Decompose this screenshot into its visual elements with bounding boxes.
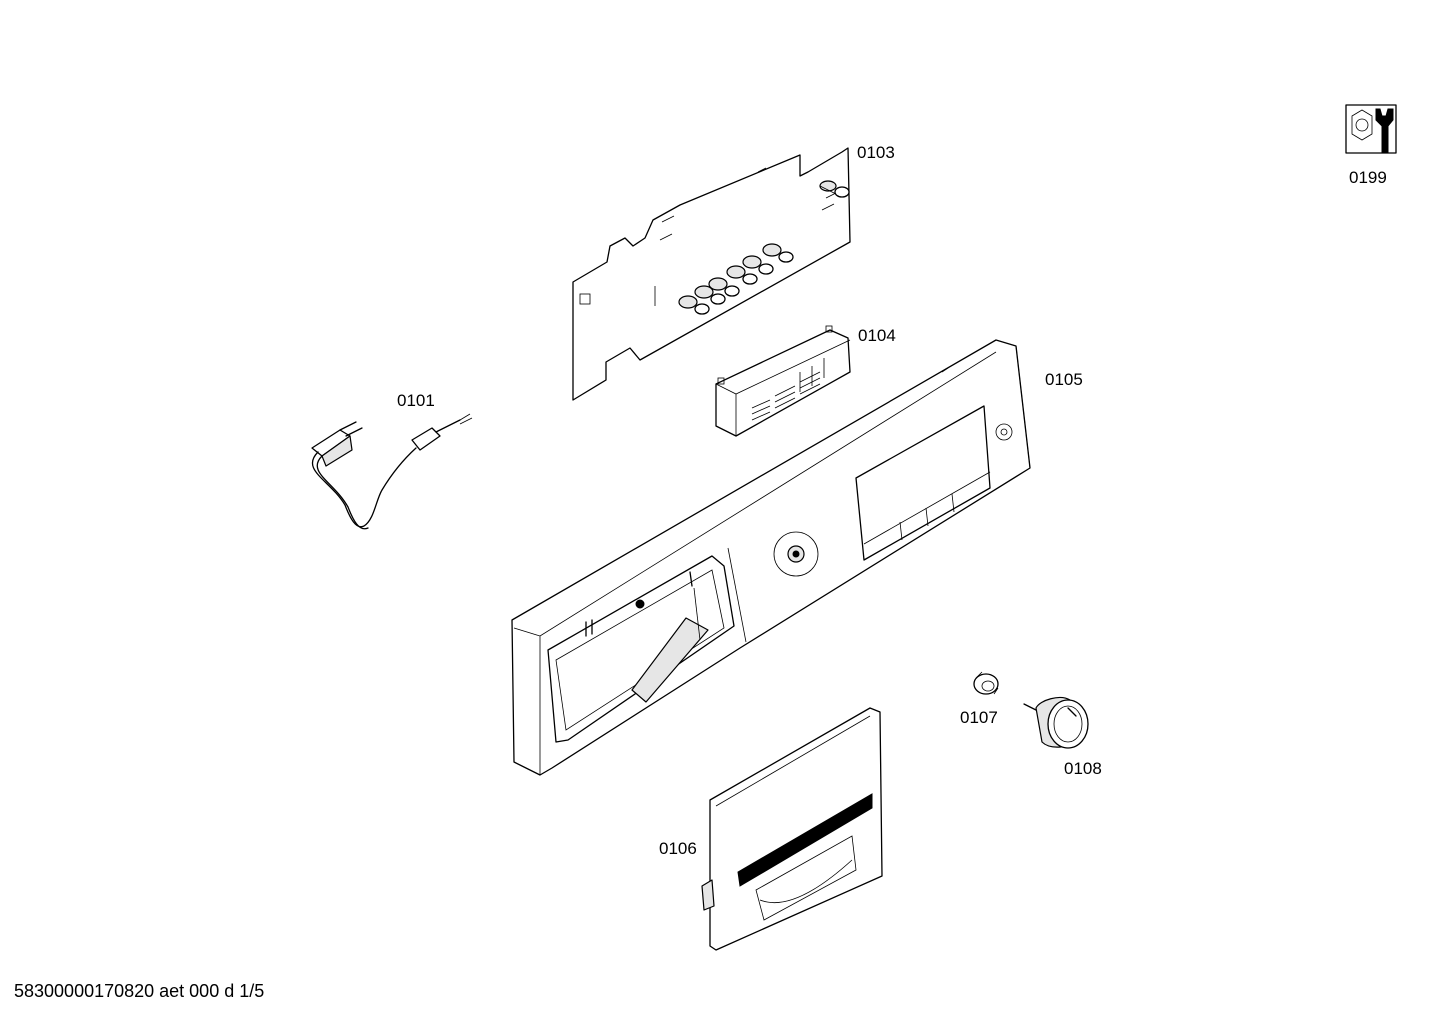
label-0108: 0108	[1064, 759, 1102, 778]
part-0105-control-panel-fascia[interactable]	[511, 339, 1031, 776]
part-0103-circuit-board[interactable]	[572, 147, 851, 401]
part-0199-tool-icon[interactable]	[1345, 104, 1397, 154]
label-0199: 0199	[1349, 168, 1387, 187]
label-0105: 0105	[1045, 370, 1083, 389]
label-0103: 0103	[857, 143, 895, 162]
part-0101-mains-cable[interactable]	[311, 413, 473, 530]
part-0104-display-module[interactable]	[715, 325, 851, 437]
part-0107-knob-insert[interactable]	[973, 671, 999, 695]
label-0101: 0101	[397, 391, 435, 410]
label-0106: 0106	[659, 839, 697, 858]
document-id: 58300000170820 aet 000 d 1/5	[14, 981, 265, 1001]
part-0106-drawer-handle[interactable]	[701, 707, 883, 951]
part-0108-selector-knob[interactable]	[1023, 696, 1089, 749]
label-0107: 0107	[960, 708, 998, 727]
label-0104: 0104	[858, 326, 896, 345]
